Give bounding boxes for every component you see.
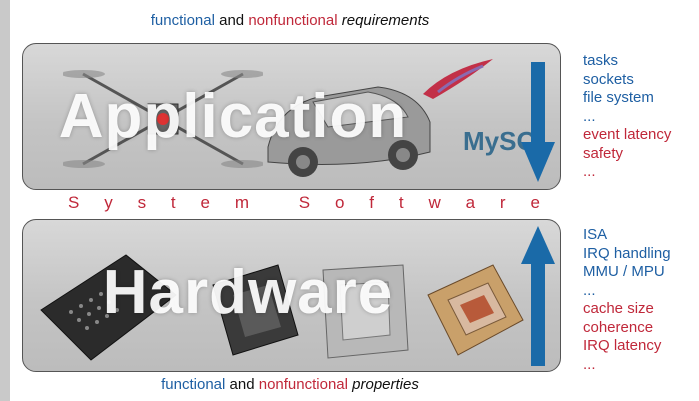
system-software-letter: s (137, 193, 147, 212)
caption-functional: functional (161, 376, 226, 393)
list-item: cache size (583, 300, 654, 317)
application-requirements-list: tasks sockets file system ... event late… (583, 52, 671, 182)
system-software-letter: f (369, 193, 374, 212)
caption-nonfunctional: nonfunctional (248, 12, 338, 29)
car-image (267, 86, 431, 177)
list-item: ... (583, 107, 596, 125)
hardware-label: Hardware (102, 258, 394, 327)
list-item: file system (583, 89, 654, 106)
system-software-letter: a (465, 193, 476, 212)
list-item: safety (583, 144, 624, 162)
caption-and: and (214, 12, 249, 29)
bga-chip-image (40, 254, 177, 361)
list-item: coherence (583, 318, 654, 336)
system-software-letter: t (398, 193, 404, 212)
system-software-letter: S (298, 193, 311, 212)
application-label: Application (58, 82, 408, 151)
system-software-letter: w (428, 193, 441, 212)
caption-functional: functional (150, 12, 215, 29)
list-item: ISA (583, 226, 608, 243)
processor-chip-image (212, 264, 299, 356)
list-item: event latency (583, 126, 672, 143)
feather-logo (423, 59, 493, 99)
caption-requirements: requirements (337, 12, 430, 29)
system-software-letter: y (104, 193, 113, 212)
list-item: MMU / MPU (583, 263, 665, 280)
cpu-chip-image (427, 264, 524, 356)
list-item: ... (583, 355, 596, 373)
list-item: tasks (583, 52, 619, 69)
system-software-letter: e (200, 193, 210, 212)
caption-properties: properties (347, 376, 419, 393)
system-software-letter: e (530, 193, 540, 212)
system-software-letter: r (499, 193, 506, 212)
system-software-letter: o (334, 193, 345, 212)
caption-and: and (225, 376, 259, 393)
hardware-panel: Hardware (22, 219, 561, 372)
list-item: IRQ latency (583, 337, 662, 354)
list-item: ... (583, 163, 596, 180)
application-panel: MySQL Application (22, 43, 561, 190)
list-item: IRQ handling (583, 244, 671, 262)
hardware-properties-list: ISA IRQ handling MMU / MPU ... cache siz… (583, 226, 671, 374)
system-software-letter: t (170, 193, 176, 212)
list-item: sockets (583, 70, 634, 88)
fpga-chip-image (322, 264, 409, 359)
caption-nonfunctional: nonfunctional (258, 376, 348, 393)
system-software-label: S y s t e m S o f t w a r e (68, 193, 540, 213)
arrow-up-icon (521, 226, 555, 366)
top-caption: functional and nonfunctional requirement… (0, 12, 580, 29)
drone-image (63, 70, 263, 168)
left-edge-strip (0, 0, 10, 401)
system-software-letter: S (68, 193, 80, 212)
bottom-caption: functional and nonfunctional properties (0, 376, 580, 393)
system-software-letter: m (234, 193, 250, 212)
arrow-down-icon (521, 62, 555, 182)
list-item: ... (583, 281, 596, 299)
